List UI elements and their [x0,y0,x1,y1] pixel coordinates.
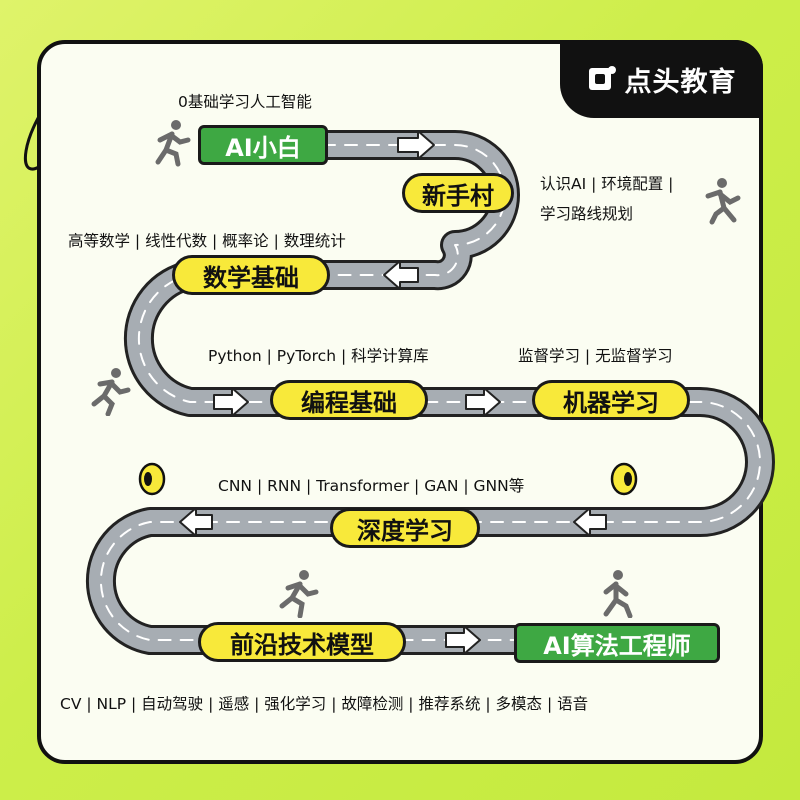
running-person-icon [91,368,131,416]
brand-tab: 点头教育 [560,40,763,118]
running-person-icon [705,178,741,225]
eye-icon [610,462,638,496]
stage-novice-village: 新手村 [402,173,514,213]
eye-icon [138,462,166,496]
running-person-icon [279,570,319,618]
frontier-desc: CV | NLP | 自动驾驶 | 遥感 | 强化学习 | 故障检测 | 推荐系… [60,695,589,713]
running-person-icon [155,120,191,167]
programming-desc: Python | PyTorch | 科学计算库 [208,347,429,365]
dl-desc: CNN | RNN | Transformer | GAN | GNN等 [218,477,525,495]
stage-deep-learning: 深度学习 [330,508,480,548]
math-desc: 高等数学 | 线性代数 | 概率论 | 数理统计 [68,232,346,250]
brand-name: 点头教育 [624,66,737,98]
road-arrow-icon [179,130,607,655]
novice-desc-line2: 学习路线规划 [540,205,634,223]
brand-logo-icon [588,66,616,90]
stage-ai-algorithm-engineer: AI算法工程师 [514,623,720,663]
intro-text: 0基础学习人工智能 [178,93,312,111]
stage-machine-learning: 机器学习 [532,380,690,420]
running-person-icon [603,570,633,618]
stage-frontier-models: 前沿技术模型 [198,622,406,662]
stage-math-basics: 数学基础 [172,255,330,295]
stage-programming-basics: 编程基础 [270,380,428,420]
stage-ai-beginner: AI小白 [198,125,328,165]
novice-desc-line1: 认识AI | 环境配置 | [540,175,674,193]
ml-desc: 监督学习 | 无监督学习 [518,347,673,365]
